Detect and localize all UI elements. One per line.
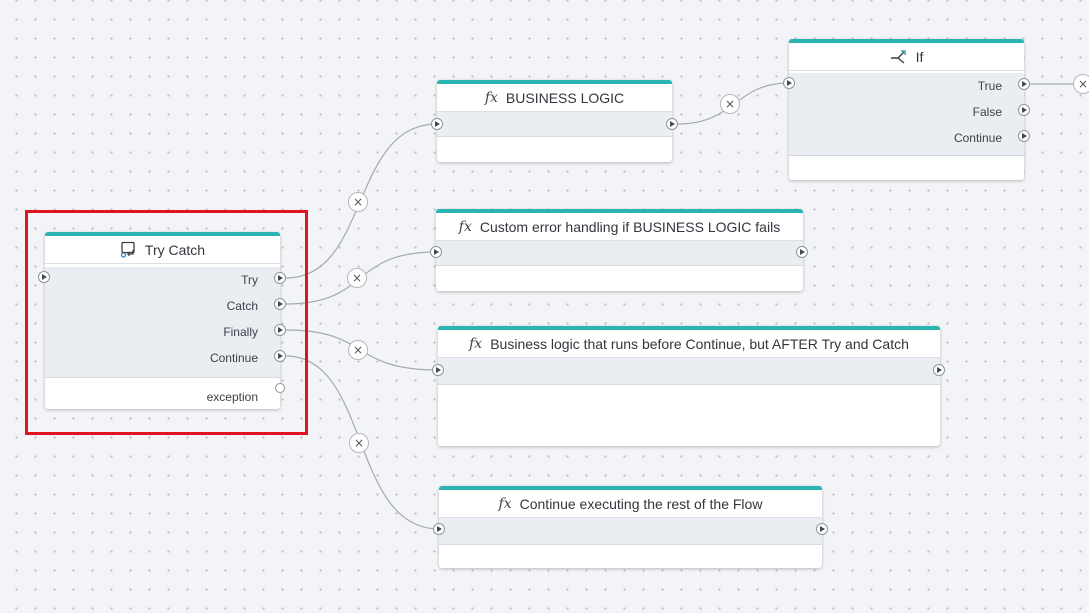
if-output-label-continue: Continue bbox=[953, 131, 1002, 145]
finally-logic-input-port[interactable] bbox=[432, 364, 444, 376]
remove-connection-business-logic-button[interactable]: × bbox=[720, 94, 740, 114]
remove-connection-if-true-button[interactable]: × bbox=[1073, 74, 1089, 94]
exception-label: exception bbox=[206, 390, 258, 404]
finally-logic-node[interactable]: fx Business logic that runs before Conti… bbox=[438, 326, 940, 446]
catch-output-port[interactable] bbox=[274, 298, 286, 310]
output-label-try: Try bbox=[241, 273, 258, 287]
output-row-try: Try bbox=[45, 267, 280, 293]
error-handling-input-port[interactable] bbox=[430, 246, 442, 258]
finally-logic-header: fx Business logic that runs before Conti… bbox=[438, 330, 940, 358]
if-false-output-port[interactable] bbox=[1018, 104, 1030, 116]
if-node[interactable]: If True False Continue bbox=[789, 39, 1024, 180]
remove-connection-finally-button[interactable]: × bbox=[348, 340, 368, 360]
remove-connection-continue-button[interactable]: × bbox=[349, 433, 369, 453]
exception-row: exception bbox=[45, 384, 280, 410]
if-output-row-continue: Continue bbox=[789, 125, 1024, 151]
branch-icon bbox=[890, 49, 908, 65]
business-logic-title: BUSINESS LOGIC bbox=[505, 89, 625, 106]
remove-connection-try-button[interactable]: × bbox=[348, 192, 368, 212]
finally-logic-title: Business logic that runs before Continue… bbox=[490, 335, 909, 352]
function-icon: fx bbox=[469, 335, 483, 352]
error-handling-header: fx Custom error handling if BUSINESS LOG… bbox=[436, 213, 803, 241]
exception-output-port[interactable] bbox=[275, 383, 285, 393]
if-title: If bbox=[915, 48, 924, 65]
business-logic-body bbox=[437, 112, 672, 137]
try-catch-node[interactable]: Try Catch Try Catch Finally Continue exc… bbox=[45, 232, 280, 409]
try-catch-outputs: Try Catch Finally Continue bbox=[45, 267, 280, 378]
try-catch-icon bbox=[120, 241, 137, 258]
if-input-port[interactable] bbox=[783, 77, 795, 89]
try-catch-input-port[interactable] bbox=[38, 271, 50, 283]
if-true-output-port[interactable] bbox=[1018, 78, 1030, 90]
function-icon: fx bbox=[484, 89, 498, 106]
error-handling-body bbox=[436, 241, 803, 266]
if-continue-output-port[interactable] bbox=[1018, 130, 1030, 142]
continue-flow-header: fx Continue executing the rest of the Fl… bbox=[439, 490, 822, 518]
business-logic-input-port[interactable] bbox=[431, 118, 443, 130]
function-icon: fx bbox=[498, 495, 512, 512]
business-logic-output-port[interactable] bbox=[666, 118, 678, 130]
error-handling-title: Custom error handling if BUSINESS LOGIC … bbox=[479, 218, 781, 235]
try-output-port[interactable] bbox=[274, 272, 286, 284]
if-outputs: True False Continue bbox=[789, 73, 1024, 156]
output-row-catch: Catch bbox=[45, 293, 280, 319]
continue-flow-input-port[interactable] bbox=[433, 523, 445, 535]
if-output-label-true: True bbox=[977, 79, 1002, 93]
output-label-catch: Catch bbox=[226, 299, 258, 313]
continue-flow-title: Continue executing the rest of the Flow bbox=[519, 495, 763, 512]
continue-flow-node[interactable]: fx Continue executing the rest of the Fl… bbox=[439, 486, 822, 568]
try-catch-header: Try Catch bbox=[45, 236, 280, 264]
output-label-continue: Continue bbox=[209, 351, 258, 365]
error-handling-node[interactable]: fx Custom error handling if BUSINESS LOG… bbox=[436, 209, 803, 291]
try-catch-title: Try Catch bbox=[144, 241, 206, 258]
remove-connection-catch-button[interactable]: × bbox=[347, 268, 367, 288]
output-row-continue: Continue bbox=[45, 345, 280, 371]
if-output-label-false: False bbox=[972, 105, 1002, 119]
selection-highlight bbox=[25, 210, 308, 435]
business-logic-header: fx BUSINESS LOGIC bbox=[437, 84, 672, 112]
continue-flow-body bbox=[439, 518, 822, 545]
function-icon: fx bbox=[458, 218, 472, 235]
if-header: If bbox=[789, 43, 1024, 71]
finally-output-port[interactable] bbox=[274, 324, 286, 336]
continue-output-port[interactable] bbox=[274, 350, 286, 362]
business-logic-node[interactable]: fx BUSINESS LOGIC bbox=[437, 80, 672, 162]
error-handling-output-port[interactable] bbox=[796, 246, 808, 258]
continue-flow-output-port[interactable] bbox=[816, 523, 828, 535]
output-row-finally: Finally bbox=[45, 319, 280, 345]
finally-logic-body bbox=[438, 358, 940, 385]
if-output-row-false: False bbox=[789, 99, 1024, 125]
output-label-finally: Finally bbox=[223, 325, 258, 339]
finally-logic-output-port[interactable] bbox=[933, 364, 945, 376]
if-output-row-true: True bbox=[789, 73, 1024, 99]
